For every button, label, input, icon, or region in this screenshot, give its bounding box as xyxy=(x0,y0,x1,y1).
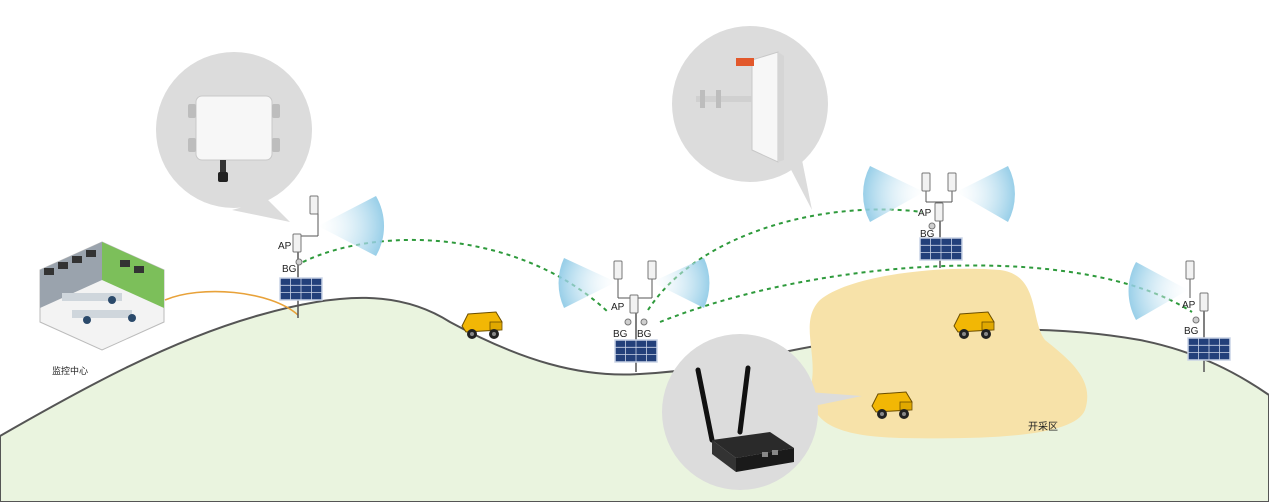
label-ap: AP xyxy=(611,302,625,313)
mining-truck-icon xyxy=(461,311,503,340)
signal-cone-icon xyxy=(863,166,924,222)
label-bg: BG xyxy=(920,229,935,240)
relay-station-3: AP BG xyxy=(863,166,1015,268)
ap-device-icon xyxy=(629,294,639,314)
signal-cone-icon xyxy=(1128,262,1188,320)
antenna-icon xyxy=(947,172,957,192)
antenna-icon xyxy=(613,260,623,280)
label-ap: AP xyxy=(918,208,932,219)
ap-device-icon xyxy=(292,233,302,253)
wireless-links xyxy=(302,208,1193,323)
wired-link xyxy=(164,290,299,316)
relay-station-2: AP BG BG xyxy=(558,258,710,372)
ap-device-icon xyxy=(934,202,944,222)
label-ap: AP xyxy=(278,241,292,252)
label-bg: BG xyxy=(637,329,652,340)
antenna-icon xyxy=(921,172,931,192)
label-mining-zone: 开采区 xyxy=(1028,421,1058,433)
solar-panel-icon xyxy=(614,339,658,363)
antenna-icon xyxy=(1185,260,1195,280)
solar-panel-icon xyxy=(919,237,963,261)
signal-cone-icon xyxy=(956,166,1015,222)
antenna-icon xyxy=(309,195,319,215)
label-bg: BG xyxy=(282,264,297,275)
relay-station-1: AP BG xyxy=(278,195,385,318)
ap-device-icon xyxy=(1199,292,1209,312)
link-ap1-to-ap2 xyxy=(302,238,609,313)
callout-router xyxy=(662,334,862,490)
label-ap: AP xyxy=(1182,300,1196,311)
router-device-icon xyxy=(695,365,794,472)
signal-cone-icon xyxy=(318,196,385,256)
antenna-icon xyxy=(647,260,657,280)
panel-antenna-device-icon xyxy=(696,51,784,163)
solar-panel-icon xyxy=(279,277,323,301)
mining-zone-area xyxy=(809,268,1088,439)
monitoring-center-icon xyxy=(39,241,165,351)
outdoor-ap-device-icon xyxy=(188,95,280,182)
signal-cone-icon xyxy=(652,258,710,308)
label-bg: BG xyxy=(1184,326,1199,337)
label-monitor-center: 监控中心 xyxy=(52,365,88,376)
callout-panel-antenna xyxy=(672,26,828,210)
callout-outdoor-ap xyxy=(156,52,312,222)
signal-cone-icon xyxy=(558,258,616,308)
solar-panel-icon xyxy=(1187,337,1231,361)
link-ap2-to-ap4 xyxy=(659,264,1193,323)
label-bg: BG xyxy=(613,329,628,340)
relay-station-4: AP BG xyxy=(1128,260,1231,372)
